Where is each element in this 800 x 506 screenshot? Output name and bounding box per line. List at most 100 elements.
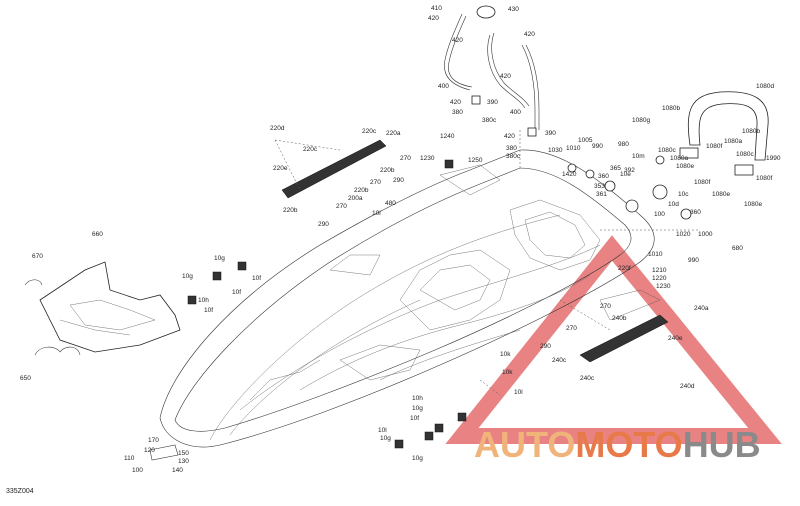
callout: 420 [500,73,511,80]
callout: 420 [452,37,463,44]
callout: 390 [545,130,556,137]
callout: 220b [380,167,395,174]
callout: 353 [594,183,605,190]
callout: 10g [214,255,225,262]
callout: 140 [172,467,183,474]
callout: 650 [20,375,31,382]
callout: 10k [502,369,513,376]
callout: 10f [252,275,261,282]
callout: 392 [624,167,635,174]
callout: 220f [618,265,631,272]
callout: 390 [487,99,498,106]
callout: 270 [400,155,411,162]
callout: 10g [380,435,391,442]
callout: 420 [504,133,515,140]
document-number: 335Z004 [6,488,34,495]
callout: 1020 [676,231,691,238]
callout: 430 [508,6,519,13]
callout: 270 [336,203,347,210]
callout: 130 [178,458,189,465]
callout: 220b [354,187,369,194]
callout: 10h [198,297,209,304]
callout: 10i [372,210,381,217]
callout: 380c [482,117,497,124]
callout: 1080e [744,201,762,208]
callout: 10d [668,201,679,208]
callout: 420 [450,99,461,106]
callout: 10c [678,191,689,198]
callout: 10k [500,351,511,358]
callout: 200a [348,195,363,202]
callout: 220c [303,146,318,153]
callout: 10m [632,153,645,160]
callout: 10h [412,395,423,402]
callout: 10f [232,289,241,296]
callout: 380 [452,109,463,116]
callout: 270 [566,325,577,332]
callout: 1080c [658,147,676,154]
rail-220 [274,139,387,199]
callout: 1080f [756,175,772,182]
callout: 1250 [468,157,483,164]
callout: 120 [144,447,155,454]
callout: 10l [514,389,523,396]
callout-labels: 410 420 430 420 420 400 420 400 420 390 … [20,5,781,474]
callout: 1080g [632,117,650,124]
callout: 100 [654,211,665,218]
callout: 220d [270,125,285,132]
callout: 360 [690,209,701,216]
callout: 270 [370,179,381,186]
callout: 1240 [440,133,455,140]
callout: 660 [92,231,103,238]
callout: 170 [148,437,159,444]
callout: 240c [552,357,567,364]
callout: 1080a [670,155,688,162]
fittings [149,159,467,461]
callout: 1080e [712,191,730,198]
callout: 480 [385,200,396,207]
callout: 240e [668,335,683,342]
callout: 1210 [652,267,667,274]
callout: 10e [620,171,631,178]
callout: 100 [132,467,143,474]
pump-parts [567,155,692,220]
callout: 1080b [742,128,760,135]
callout: 290 [393,177,404,184]
callout: 990 [688,257,699,264]
callout: 10g [412,455,423,462]
callout: 10f [204,307,213,314]
callout: 990 [592,143,603,150]
callout: 1080f [694,179,710,186]
callout: 680 [732,245,743,252]
callout: 10g [182,273,193,280]
callout: 1010 [648,251,663,258]
callout: 240b [612,315,627,322]
callout: 420 [428,15,439,22]
callout: 220c [362,128,377,135]
callout: 380c [506,153,521,160]
callout: 240d [680,383,695,390]
hull-body [159,130,700,448]
callout: 1990 [766,155,781,162]
callout: 1080a [724,138,742,145]
handle-1080 [679,91,769,176]
callout: 220e [273,165,288,172]
callout: 361 [596,191,607,198]
callout: 1080b [662,105,680,112]
callout: 240a [694,305,709,312]
logo-part-hub: HUB [682,424,761,465]
callout: 1005 [578,137,593,144]
callout: 1230 [420,155,435,162]
hose-assembly [444,5,540,137]
callout: 980 [618,141,629,148]
callout: 670 [32,253,43,260]
callout: 400 [438,83,449,90]
callout: 150 [178,450,189,457]
callout: 10l [378,427,387,434]
callout: 1030 [548,147,563,154]
callout: 1420 [562,171,577,178]
callout: 1080f [706,143,722,150]
callout: 290 [318,221,329,228]
logo-part-moto: MOTO [575,424,683,465]
